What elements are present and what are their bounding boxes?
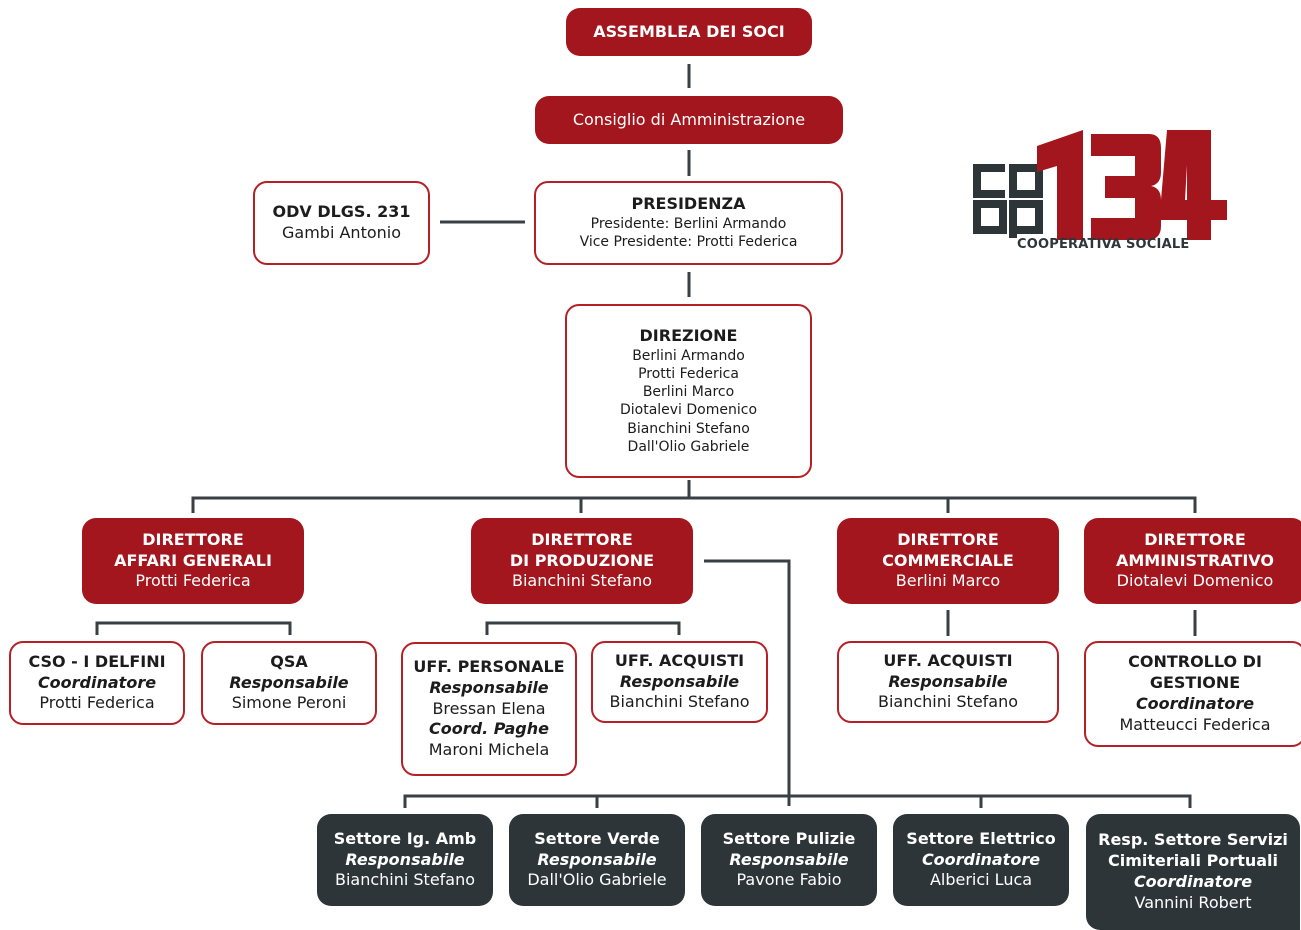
settore-servizi-cimiteriali: Resp. Settore Servizi Cimiteriali Portua… xyxy=(1086,814,1300,930)
odv-box: ODV DLGS. 231 Gambi Antonio xyxy=(253,181,430,265)
settore-role: Responsabile xyxy=(537,849,657,869)
logo-subtitle: COOPERATIVA SOCIALE xyxy=(1017,237,1190,252)
office-personale: UFF. PERSONALE Responsabile Bressan Elen… xyxy=(401,642,577,776)
settore-elettrico: Settore Elettrico Coordinatore Alberici … xyxy=(893,814,1069,906)
office-name: Matteucci Federica xyxy=(1119,714,1271,734)
connector-line xyxy=(403,794,1192,808)
settore-title: Settore Pulizie xyxy=(722,828,856,848)
director-line2: DI PRODUZIONE xyxy=(509,550,655,570)
director-line2: COMMERCIALE xyxy=(882,550,1014,570)
office-name: Bianchini Stefano xyxy=(609,692,750,712)
director-line1: DIRETTORE xyxy=(1144,529,1246,549)
director-line1: DIRETTORE xyxy=(531,529,633,549)
office-title: UFF. ACQUISTI xyxy=(614,650,745,670)
director-amministrativo: DIRETTORE AMMINISTRATIVO Diotalevi Domen… xyxy=(1084,518,1301,604)
office-role: Coordinatore xyxy=(1135,694,1255,713)
connector-line xyxy=(95,621,292,635)
office-title: UFF. ACQUISTI xyxy=(883,650,1013,670)
settore-role: Coordinatore xyxy=(921,849,1041,869)
direzione-member: Protti Federica xyxy=(638,366,739,383)
connector-line xyxy=(485,621,681,635)
settore-role: Coordinatore xyxy=(1133,872,1253,891)
office-role: Responsabile xyxy=(619,671,740,691)
presidente-line: Presidente: Berlini Armando xyxy=(590,216,787,233)
settore-title: Settore Ig. Amb xyxy=(333,828,477,848)
connector-line xyxy=(704,559,791,806)
settore-title: Settore Verde xyxy=(534,828,660,848)
office-name: Simone Peroni xyxy=(231,693,347,713)
director-name: Bianchini Stefano xyxy=(511,571,653,591)
settore-name: Pavone Fabio xyxy=(736,870,842,890)
assemblea-title: ASSEMBLEA DEI SOCI xyxy=(593,21,785,41)
direzione-member: Berlini Marco xyxy=(642,384,735,401)
office-qsa: QSA Responsabile Simone Peroni xyxy=(201,641,377,725)
office-title: CONTROLLO DI xyxy=(1128,652,1262,672)
director-name: Protti Federica xyxy=(135,571,251,591)
connector-line xyxy=(191,496,1197,513)
office-role: Responsabile xyxy=(888,671,1008,691)
office-controllo-gestione: CONTROLLO DI GESTIONE Coordinatore Matte… xyxy=(1084,641,1301,747)
odv-name: Gambi Antonio xyxy=(282,223,401,242)
director-line2: AFFARI GENERALI xyxy=(114,550,272,570)
office-acquisti-commerciale: UFF. ACQUISTI Responsabile Bianchini Ste… xyxy=(837,641,1059,723)
office-name: Bressan Elena xyxy=(432,698,546,718)
director-commerciale: DIRETTORE COMMERCIALE Berlini Marco xyxy=(837,518,1059,604)
presidenza-title: PRESIDENZA xyxy=(631,194,746,214)
office-title: CSO - I DELFINI xyxy=(28,651,166,671)
office-role: Responsabile xyxy=(229,672,349,692)
settore-role: Responsabile xyxy=(345,849,465,869)
director-line2: AMMINISTRATIVO xyxy=(1116,550,1274,570)
director-name: Diotalevi Domenico xyxy=(1116,571,1274,591)
office-title-line2: GESTIONE xyxy=(1149,673,1241,693)
settore-title: Resp. Settore Servizi xyxy=(1098,830,1288,850)
direzione-member: Berlini Armando xyxy=(632,347,745,364)
office-cso: CSO - I DELFINI Coordinatore Protti Fede… xyxy=(9,641,185,725)
settore-role: Responsabile xyxy=(729,849,849,869)
presidenza-box: PRESIDENZA Presidente: Berlini Armando V… xyxy=(534,181,843,265)
direzione-member: Dall'Olio Gabriele xyxy=(627,438,750,455)
director-line1: DIRETTORE xyxy=(897,529,999,549)
office-role-secondary: Coord. Paghe xyxy=(429,719,549,739)
office-name: Protti Federica xyxy=(39,693,155,713)
office-role: Coordinatore xyxy=(37,672,157,692)
consiglio-box: Consiglio di Amministrazione xyxy=(535,96,843,144)
direzione-box: DIREZIONE Berlini Armando Protti Federic… xyxy=(565,304,812,478)
settore-verde: Settore Verde Responsabile Dall'Olio Gab… xyxy=(509,814,685,906)
direzione-member: Diotalevi Domenico xyxy=(619,402,758,419)
settore-title: Settore Elettrico xyxy=(906,828,1056,848)
director-name: Berlini Marco xyxy=(895,571,1001,591)
consiglio-title: Consiglio di Amministrazione xyxy=(572,109,806,129)
office-acquisti-produzione: UFF. ACQUISTI Responsabile Bianchini Ste… xyxy=(591,641,768,723)
office-title: QSA xyxy=(270,651,308,671)
office-title: UFF. PERSONALE xyxy=(413,657,565,676)
office-name-secondary: Maroni Michela xyxy=(428,740,550,760)
settore-name: Dall'Olio Gabriele xyxy=(527,870,667,890)
director-line1: DIRETTORE xyxy=(142,529,244,549)
direzione-title: DIREZIONE xyxy=(639,326,738,346)
office-role: Responsabile xyxy=(429,677,549,697)
director-produzione: DIRETTORE DI PRODUZIONE Bianchini Stefan… xyxy=(471,518,693,604)
settore-pulizie: Settore Pulizie Responsabile Pavone Fabi… xyxy=(701,814,877,906)
director-affari-generali: DIRETTORE AFFARI GENERALI Protti Federic… xyxy=(82,518,304,604)
odv-title: ODV DLGS. 231 xyxy=(272,202,411,222)
settore-name: Vannini Robert xyxy=(1134,892,1252,912)
coop134-logo: COOPERATIVA SOCIALE xyxy=(965,128,1235,258)
coop134-logo-graphic xyxy=(973,130,1227,240)
settore-title-line2: Cimiteriali Portuali xyxy=(1107,851,1278,871)
assemblea-box: ASSEMBLEA DEI SOCI xyxy=(566,8,812,56)
settore-name: Bianchini Stefano xyxy=(334,870,476,890)
office-name: Bianchini Stefano xyxy=(877,692,1019,712)
settore-igiene-ambientale: Settore Ig. Amb Responsabile Bianchini S… xyxy=(317,814,493,906)
settore-name: Alberici Luca xyxy=(929,870,1033,890)
vice-presidente-line: Vice Presidente: Protti Federica xyxy=(579,234,798,251)
direzione-member: Bianchini Stefano xyxy=(627,420,750,437)
